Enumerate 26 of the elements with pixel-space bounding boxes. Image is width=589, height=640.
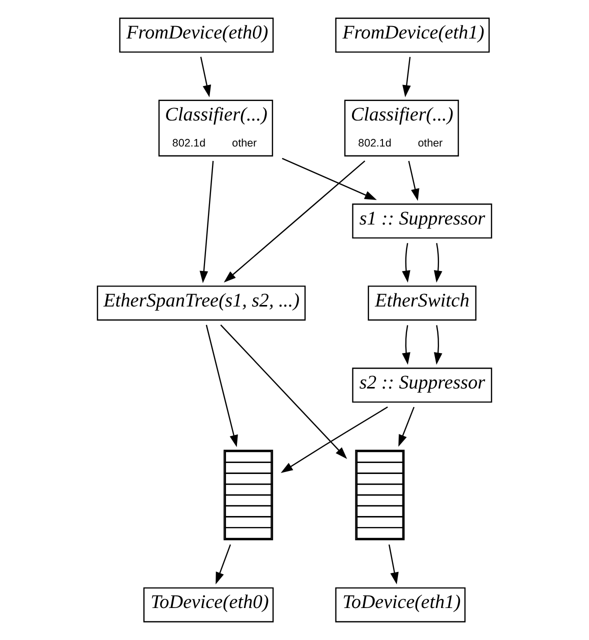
arrow <box>216 544 231 584</box>
arrow <box>280 406 388 473</box>
arrow <box>206 324 238 448</box>
arrow <box>408 160 420 201</box>
node-box: EtherSpanTree(s1, s2, ...) <box>96 286 306 321</box>
node-box: s1 :: Suppressor <box>352 204 492 239</box>
arrow <box>402 325 410 365</box>
arrow <box>200 56 212 98</box>
arrow <box>200 160 214 284</box>
node-box: s2 :: Suppressor <box>352 368 492 403</box>
node-box: FromDevice(eth0) <box>119 18 274 53</box>
arrow <box>398 406 415 447</box>
arrow <box>224 160 366 282</box>
arrow <box>388 544 399 584</box>
arrow <box>434 325 442 365</box>
arrow <box>402 56 411 98</box>
arrow <box>282 158 377 200</box>
node-box: Classifier(...) 802.1d other <box>344 100 459 156</box>
arrow <box>402 243 410 283</box>
node-box: EtherSwitch <box>368 286 476 321</box>
node-box: Classifier(...) 802.1d other <box>158 100 274 156</box>
node-box: ToDevice(eth0) <box>143 587 274 622</box>
arrow <box>220 324 348 459</box>
node-box: FromDevice(eth1) <box>335 18 490 53</box>
arrow <box>434 243 442 283</box>
node-box: ToDevice(eth1) <box>335 587 466 622</box>
